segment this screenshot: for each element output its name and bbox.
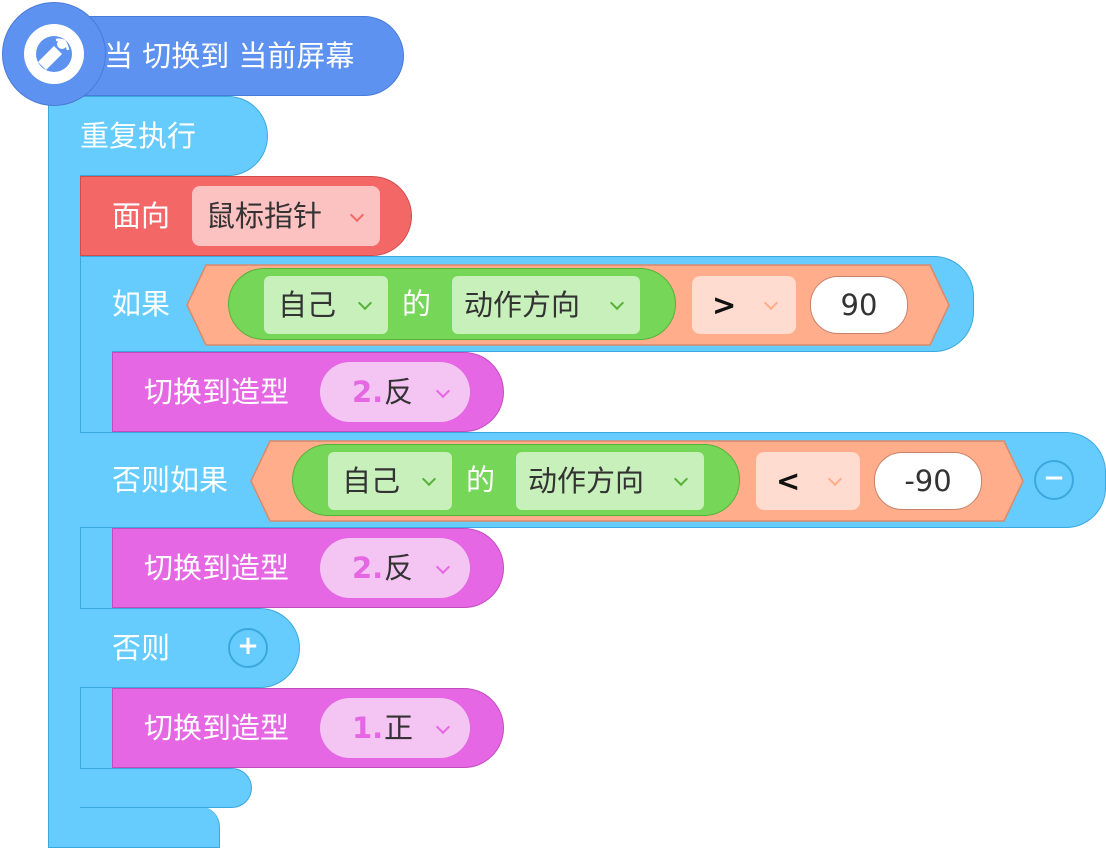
switch-costume-label: 切换到造型 <box>144 711 290 745</box>
cond2-value-input[interactable]: -90 <box>874 452 982 510</box>
cond2-property-dropdown[interactable]: 动作方向 <box>516 452 704 510</box>
repeat-forever-block[interactable] <box>48 96 268 176</box>
cond2-object-dropdown[interactable]: 自己 <box>328 452 452 510</box>
costume-3-name: 正 <box>384 711 414 745</box>
hat-icon-bg <box>24 24 84 84</box>
cond1-object-value: 自己 <box>278 288 337 322</box>
switch-costume-label: 切换到造型 <box>144 375 290 409</box>
cond1-of-label: 的 <box>402 287 432 321</box>
hat-label: 当 切换到 当前屏幕 <box>104 39 355 73</box>
repeat-forever-label: 重复执行 <box>80 119 197 153</box>
else-label: 否则 <box>112 631 171 665</box>
satellite-dish-icon <box>36 36 72 72</box>
costume-3-index: 1. <box>352 711 384 745</box>
cond2-property-value: 动作方向 <box>528 464 645 498</box>
chevron-down-icon <box>349 207 365 223</box>
cond2-operator-value: < <box>776 464 801 498</box>
chevron-down-icon <box>435 559 451 575</box>
chevron-down-icon <box>827 471 843 487</box>
face-target-dropdown[interactable]: 鼠标指针 <box>192 186 380 246</box>
cond2-object-value: 自己 <box>342 464 401 498</box>
costume-2-index: 2. <box>352 551 384 585</box>
chevron-down-icon <box>763 295 779 311</box>
cond1-operator-dropdown[interactable]: > <box>692 276 796 334</box>
chevron-down-icon <box>609 295 625 311</box>
face-towards-label: 面向 <box>112 199 171 233</box>
repeat-forever-bottom <box>48 806 220 848</box>
minus-icon[interactable]: − <box>1034 460 1074 500</box>
cond1-value-input[interactable]: 90 <box>810 276 908 334</box>
costume-3-dropdown[interactable]: 1. 正 <box>320 698 470 758</box>
cond1-property-value: 动作方向 <box>464 288 581 322</box>
chevron-down-icon <box>357 295 373 311</box>
chevron-down-icon <box>435 719 451 735</box>
costume-1-name: 反 <box>384 375 414 409</box>
if-block-bottom <box>80 768 252 808</box>
chevron-down-icon <box>673 471 689 487</box>
costume-2-dropdown[interactable]: 2. 反 <box>320 538 470 598</box>
if-label: 如果 <box>112 287 171 321</box>
cond1-operator-value: > <box>712 288 737 322</box>
if-block-arm <box>80 348 112 808</box>
plus-icon[interactable]: + <box>228 628 268 668</box>
costume-1-dropdown[interactable]: 2. 反 <box>320 362 470 422</box>
repeat-forever-arm <box>48 170 80 810</box>
chevron-down-icon <box>421 471 437 487</box>
costume-2-name: 反 <box>384 551 414 585</box>
cond1-property-dropdown[interactable]: 动作方向 <box>452 276 640 334</box>
cond2-operator-dropdown[interactable]: < <box>756 452 860 510</box>
cond1-object-dropdown[interactable]: 自己 <box>264 276 388 334</box>
face-target-value: 鼠标指针 <box>206 199 323 233</box>
chevron-down-icon <box>435 383 451 399</box>
costume-1-index: 2. <box>352 375 384 409</box>
else-if-label: 否则如果 <box>112 463 229 497</box>
cond2-of-label: 的 <box>466 463 496 497</box>
switch-costume-label: 切换到造型 <box>144 551 290 585</box>
